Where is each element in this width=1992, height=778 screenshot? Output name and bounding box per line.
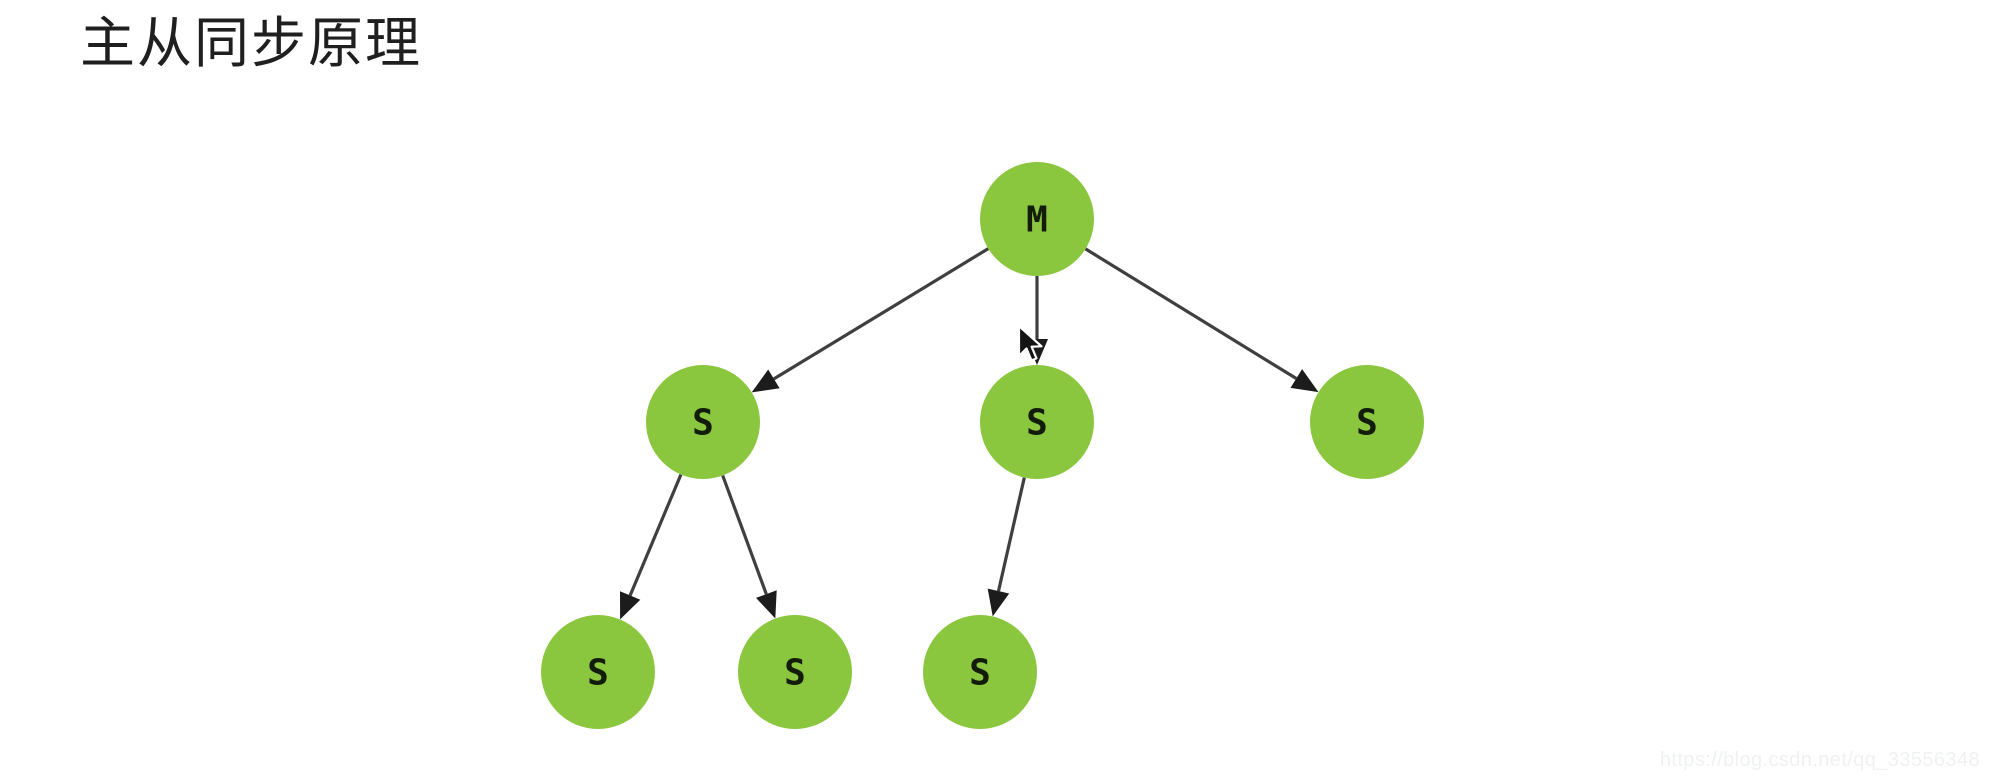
- arrowhead-m-to-s3: [1290, 369, 1319, 393]
- arrowhead-m-to-s1: [751, 369, 780, 393]
- node-circle-s3: [1310, 365, 1424, 479]
- node-m-master[interactable]: M: [980, 162, 1094, 276]
- node-s6-slave[interactable]: S: [923, 615, 1037, 729]
- node-label-s1: S: [692, 403, 714, 444]
- node-s5-slave[interactable]: S: [738, 615, 852, 729]
- node-circle-s2: [980, 365, 1094, 479]
- arrowhead-s2-to-s6: [987, 588, 1010, 617]
- arrowhead-s1-to-s5: [756, 590, 777, 619]
- node-s2-slave[interactable]: S: [980, 365, 1094, 479]
- node-label-s5: S: [784, 653, 806, 694]
- arrowhead-m-to-s2: [1026, 339, 1048, 365]
- node-circle-s4: [541, 615, 655, 729]
- edge-s2-to-s6: [996, 477, 1026, 592]
- edge-m-to-s1: [773, 247, 990, 381]
- page-title: 主从同步原理: [80, 11, 423, 75]
- node-label-m: M: [1026, 200, 1048, 241]
- edges-layer: [620, 247, 1319, 620]
- nodes-layer: M S S S S S S: [541, 162, 1424, 729]
- node-s1-slave[interactable]: S: [646, 365, 760, 479]
- node-label-s6: S: [969, 653, 991, 694]
- arrowhead-s1-to-s4: [620, 591, 641, 620]
- edge-m-to-s3: [1084, 247, 1298, 380]
- node-label-s3: S: [1356, 403, 1378, 444]
- node-label-s4: S: [587, 653, 609, 694]
- node-circle-s6: [923, 615, 1037, 729]
- node-circle-s1: [646, 365, 760, 479]
- node-s3-slave[interactable]: S: [1310, 365, 1424, 479]
- node-circle-m: [980, 162, 1094, 276]
- edge-s1-to-s4: [628, 473, 683, 597]
- node-circle-s5: [738, 615, 852, 729]
- node-s4-slave[interactable]: S: [541, 615, 655, 729]
- edge-s1-to-s5: [721, 474, 768, 595]
- node-label-s2: S: [1026, 403, 1048, 444]
- csdn-watermark: https://blog.csdn.net/qq_33556348: [1659, 749, 1980, 771]
